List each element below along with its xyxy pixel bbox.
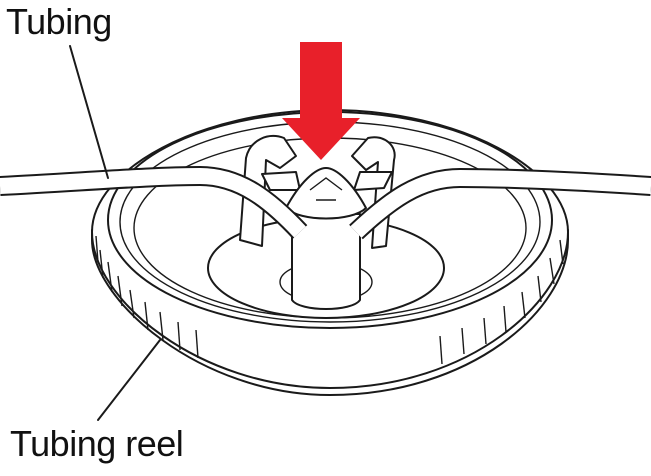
grip-ridges [95, 235, 564, 365]
tubing [0, 165, 651, 240]
reel-hub-clips [239, 135, 396, 310]
tubing-reel-leader-line [97, 339, 161, 421]
red-arrow-down-icon [282, 42, 360, 160]
tubing-reel-label: Tubing reel [10, 423, 184, 464]
tubing-label: Tubing [6, 1, 112, 42]
tubing-leader-line [69, 45, 109, 179]
